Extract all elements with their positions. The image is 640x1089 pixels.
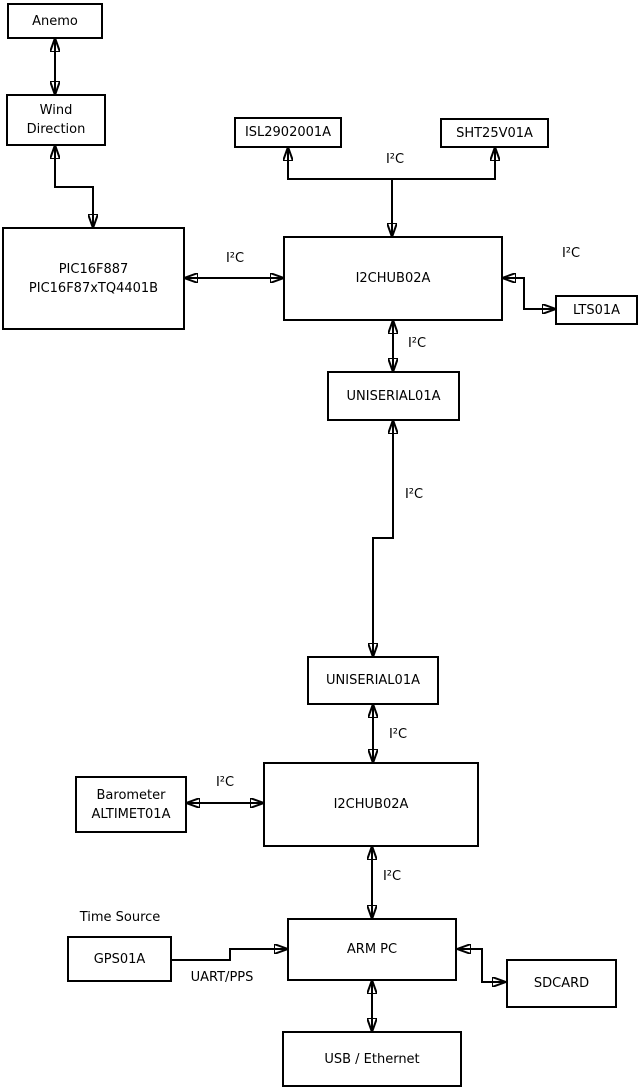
node-gps01a: GPS01A <box>67 936 172 982</box>
node-usb-ethernet: USB / Ethernet <box>282 1031 462 1087</box>
node-i2chub02a-bottom: I2CHUB02A <box>263 762 479 847</box>
node-anemo-label: Anemo <box>32 13 78 29</box>
node-uniserial01a-bottom: UNISERIAL01A <box>307 656 439 705</box>
connector-gps-armpc <box>172 949 287 961</box>
i2c-edge-label-uniserial-link: I²C <box>404 487 424 502</box>
connector-armpc-sdcard <box>458 949 505 982</box>
node-sdcard: SDCARD <box>506 959 617 1008</box>
node-sht25v01a-label: SHT25V01A <box>456 125 533 141</box>
node-uniserial01a-top-label: UNISERIAL01A <box>346 388 441 404</box>
node-isl2902001a: ISL2902001A <box>234 117 342 148</box>
i2c-edge-label-hub2-armpc: I²C <box>382 869 402 884</box>
node-lts01a: LTS01A <box>555 295 638 325</box>
node-sht25v01a: SHT25V01A <box>440 118 549 148</box>
node-arm-pc-label: ARM PC <box>346 942 398 957</box>
node-arm-pc: ARM PC <box>287 918 457 981</box>
node-wind-direction: Wind Direction <box>6 94 106 146</box>
node-uniserial01a-top: UNISERIAL01A <box>327 371 460 421</box>
node-pic16f887-line1: PIC16F887 <box>58 261 129 277</box>
i2c-edge-label-pic-hub: I²C <box>225 251 245 266</box>
node-barometer-altimet01a: Barometer ALTIMET01A <box>75 776 187 833</box>
node-pic16f887: PIC16F887 PIC16F87xTQ4401B <box>2 227 185 330</box>
node-barometer-line2: ALTIMET01A <box>91 806 171 822</box>
i2c-edge-label-isl-sht: I²C <box>385 152 405 167</box>
node-barometer-line1: Barometer <box>96 787 166 803</box>
node-gps01a-label: GPS01A <box>93 951 146 967</box>
time-source-label: Time Source <box>79 910 161 925</box>
node-anemo: Anemo <box>7 3 103 39</box>
node-lts01a-label: LTS01A <box>572 302 621 318</box>
node-i2chub02a-top: I2CHUB02A <box>283 236 503 321</box>
node-i2chub02a-bottom-label: I2CHUB02A <box>333 797 409 812</box>
i2c-edge-label-hub-uniserial: I²C <box>407 336 427 351</box>
i2c-edge-label-barometer: I²C <box>215 775 235 790</box>
node-uniserial01a-bottom-label: UNISERIAL01A <box>326 673 420 688</box>
node-isl2902001a-label: ISL2902001A <box>244 125 332 140</box>
node-pic16f887-line2: PIC16F87xTQ4401B <box>28 280 159 296</box>
i2c-edge-label-uniserial-hub2: I²C <box>388 727 408 742</box>
connector-uniserial-uniserial <box>373 421 393 656</box>
connector-wind-pic <box>55 146 93 227</box>
node-wind-direction-line2: Direction <box>26 122 86 137</box>
connector-i2chub-lts <box>503 278 555 309</box>
node-i2chub02a-top-label: I2CHUB02A <box>355 271 431 286</box>
node-usb-ethernet-label: USB / Ethernet <box>324 1051 420 1067</box>
i2c-edge-label-lts: I²C <box>561 246 581 261</box>
node-sdcard-label: SDCARD <box>533 976 590 991</box>
node-wind-direction-line1: Wind <box>39 103 73 118</box>
uart-pps-label: UART/PPS <box>190 970 254 985</box>
